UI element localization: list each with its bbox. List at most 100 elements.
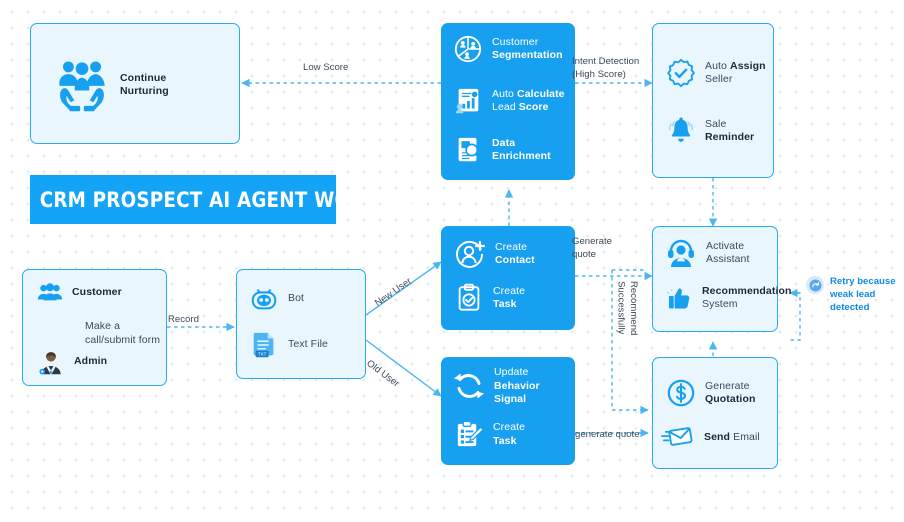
item-create-contact: Create Contact <box>454 238 535 270</box>
label-line-1: Create <box>495 240 528 253</box>
svg-text:TXT: TXT <box>258 352 267 357</box>
item-continue-nurturing: Continue Nurturing <box>53 56 233 114</box>
item-label: Update Behavior Signal <box>494 366 540 407</box>
label-line-2: Task <box>493 298 517 310</box>
lead-score-chart-icon <box>455 88 479 114</box>
label-line-2-bold: Score <box>518 101 549 113</box>
text-file-icon: TXT <box>253 332 274 358</box>
item-label: Activate Assistant <box>706 240 750 267</box>
label-line-1: Customer <box>492 35 539 48</box>
node-update-behavior[interactable]: Update Behavior Signal Create Task <box>441 357 575 465</box>
edge-label-low-score: Low Score <box>303 62 349 73</box>
item-label: Auto Calculate Lead Score <box>492 88 565 115</box>
edit-task-clipboard-icon <box>457 420 484 447</box>
item-label: Continue Nurturing <box>120 72 169 99</box>
item-customer: Customer <box>37 280 122 306</box>
item-label: Create Task <box>493 285 525 312</box>
label-line-2: Segmentation <box>492 49 563 61</box>
item-text-file: TXT Text File <box>249 330 328 360</box>
edge-label-intent-detection: Intent Detection (High Score) <box>572 56 640 80</box>
item-label: Data Enrichment <box>492 137 551 164</box>
item-update-behavior-signal: Update Behavior Signal <box>453 366 540 407</box>
create-task-clipboard-icon <box>458 283 480 311</box>
edge-label-old-user: Old User <box>364 358 402 390</box>
node-assign-remind[interactable]: Auto Assign Seller Sale Reminder <box>652 23 774 178</box>
send-email-icon <box>661 427 693 446</box>
item-create-task-behavior: Create Task <box>453 419 525 450</box>
label-line-2: Quotation <box>705 393 756 405</box>
label-line-2: Contact <box>495 254 535 266</box>
item-sale-reminder: Sale Reminder <box>666 116 773 146</box>
headset-assistant-icon <box>668 239 694 267</box>
label-line-2: Behavior <box>494 379 540 392</box>
nurture-hands-people-icon <box>59 61 105 112</box>
bot-icon <box>251 288 277 310</box>
edge-label-record: Record <box>168 314 199 325</box>
node-bot-textfile[interactable]: Bot TXT Text File <box>236 269 366 379</box>
label-line-1: Activate <box>706 239 745 252</box>
label-line-1-prefix: Auto <box>705 59 731 72</box>
item-label: Create Contact <box>495 241 535 268</box>
label-line-1: Customer <box>72 286 122 299</box>
node-assistant-recommendation[interactable]: Activate Assistant Recommendation System <box>652 226 791 332</box>
data-enrichment-icon <box>458 137 481 162</box>
item-label: Recommendation System <box>702 285 792 312</box>
label-line-1: Data <box>492 136 516 149</box>
item-label: Customer <box>72 286 122 300</box>
item-activate-assistant: Activate Assistant <box>665 237 750 269</box>
edge-label-recommend-successfully: Recommend Successfully <box>615 281 640 336</box>
label-line-1: Bot <box>288 292 305 305</box>
refresh-glyph-icon <box>809 279 821 291</box>
label-line-2: Assistant <box>706 253 750 265</box>
label-line-2: Nurturing <box>120 85 169 97</box>
item-label: Text File <box>288 338 328 352</box>
label-line-1: Generate <box>705 379 750 392</box>
label-line-2: System <box>702 298 738 310</box>
label-line-1: Create <box>493 421 526 433</box>
node-create-contact-task[interactable]: Create Contact Create Task <box>441 226 575 330</box>
item-lead-score: Auto Calculate Lead Score <box>453 86 565 116</box>
label-line-3: Signal <box>494 393 527 405</box>
item-label: Send Email <box>704 431 760 445</box>
bell-reminder-icon <box>669 117 693 142</box>
item-bot: Bot <box>249 284 304 314</box>
label-line-1-bold: Reminder <box>705 131 755 143</box>
edge-label-generate-quote-bottom: generate quote <box>575 429 640 440</box>
item-send-email: Send Email <box>661 425 760 451</box>
label-line-1-bold: Calculate <box>517 87 565 100</box>
label-line-2: Task <box>493 434 517 447</box>
label-line-1: Admin <box>74 355 108 368</box>
item-create-task: Create Task <box>454 283 525 313</box>
thumbs-up-icon <box>667 288 690 309</box>
edge-label-new-user: New User <box>373 275 414 310</box>
node-segmentation[interactable]: Customer Segmentation Auto Calculate Lea… <box>441 23 575 180</box>
node-customer-admin[interactable]: Customer Make a call/submit form Admin <box>22 269 167 386</box>
page-title: CRM PROSPECT AI AGENT WORKFLOW <box>39 187 440 212</box>
label-line-1-suffix: Email <box>730 431 760 444</box>
item-label: Auto Assign Seller <box>705 60 766 87</box>
label-line-1: Continue <box>120 71 167 84</box>
item-admin: Admin <box>37 348 107 376</box>
verified-badge-icon <box>667 58 695 88</box>
customer-group-icon <box>37 283 63 301</box>
label-line-1-prefix: Sale <box>705 117 727 130</box>
dollar-circle-icon <box>667 379 695 407</box>
label-line-2: Enrichment <box>492 150 551 162</box>
label-line-1: Update <box>494 366 529 378</box>
item-generate-quotation: Generate Quotation <box>666 378 755 408</box>
item-label: Create Task <box>493 421 525 448</box>
label-line-1-bold: Assign <box>730 59 766 72</box>
item-data-enrichment: Data Enrichment <box>453 135 551 165</box>
item-customer-segmentation: Customer Segmentation <box>453 34 563 64</box>
item-label: Admin <box>74 355 107 369</box>
refresh-cycle-icon <box>454 373 484 399</box>
label-line-1: Create <box>493 284 526 297</box>
node-quotation-email[interactable]: Generate Quotation Send Email <box>652 357 778 469</box>
admin-user-icon <box>39 351 61 376</box>
item-auto-assign-seller: Auto Assign Seller <box>666 58 766 88</box>
item-label: Generate Quotation <box>705 380 755 407</box>
customer-segmentation-icon <box>454 35 482 63</box>
item-label: Sale Reminder <box>705 118 773 145</box>
node-continue-nurturing[interactable]: Continue Nurturing <box>30 23 240 144</box>
